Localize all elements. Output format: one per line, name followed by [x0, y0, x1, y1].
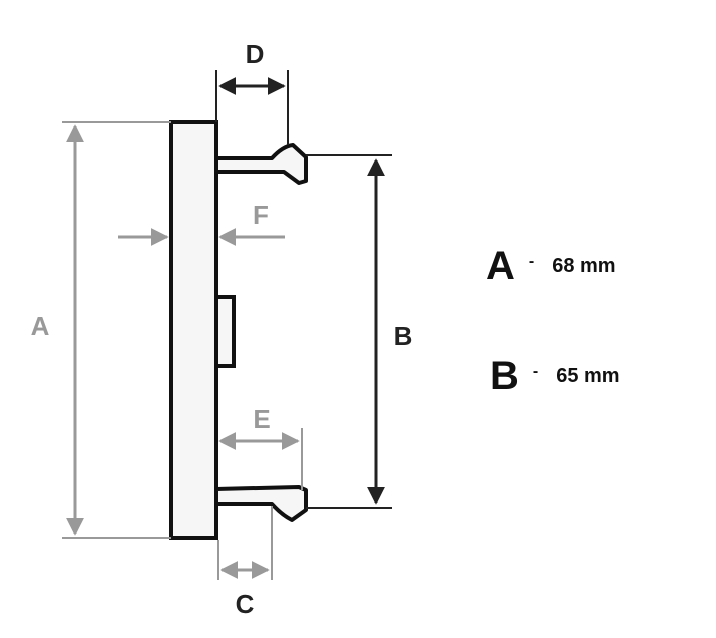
spec-a-dash: -: [528, 253, 535, 270]
spec-a: A - 68 mm: [486, 246, 616, 286]
dim-b-label: B: [394, 321, 413, 351]
spec-a-letter: A: [486, 244, 515, 288]
dim-e-label: E: [253, 404, 270, 434]
spec-b-letter: B: [490, 354, 519, 398]
dim-a-label: A: [31, 311, 50, 341]
spec-a-value: 68 mm: [552, 254, 616, 277]
spec-b-dash: -: [532, 363, 539, 380]
lower-clip: [214, 485, 308, 522]
cap-plate: [169, 120, 218, 540]
dim-d-label: D: [246, 39, 265, 69]
dim-c-label: C: [236, 589, 255, 619]
dim-f-label: F: [253, 200, 269, 230]
upper-clip: [214, 143, 308, 185]
spec-b-value: 65 mm: [556, 364, 620, 387]
spec-b: B - 65 mm: [490, 356, 620, 396]
center-tab: [214, 295, 236, 368]
